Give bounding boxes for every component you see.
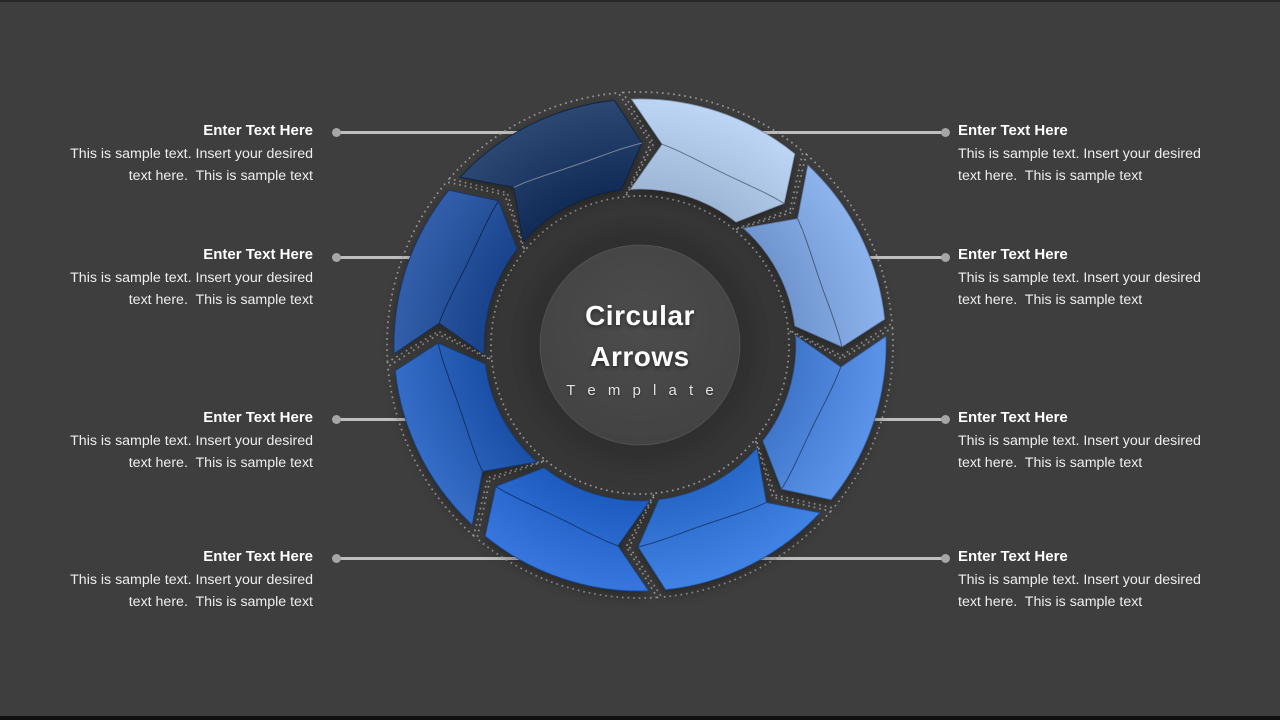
segment-fold-line	[797, 218, 843, 347]
text-block-body-line: This is sample text. Insert your desired	[958, 146, 1201, 162]
arrow-segment-4[interactable]	[637, 447, 821, 591]
segment-dotted-outline	[387, 333, 548, 538]
connector-dot	[332, 415, 341, 424]
connector-line	[336, 131, 576, 134]
connector-dot	[941, 128, 950, 137]
text-block-title[interactable]: Enter Text Here	[203, 409, 313, 426]
text-block-right-1[interactable]: Enter Text Here This is sample text. Ins…	[958, 121, 1223, 187]
connector-dot	[941, 554, 950, 563]
text-block-body-line: This is sample text. Insert your desired	[958, 433, 1201, 449]
text-block-body-line: text here. This is sample text	[958, 167, 1143, 184]
text-block-title[interactable]: Enter Text Here	[958, 548, 1068, 565]
text-block-body-line: text here. This is sample text	[128, 454, 313, 471]
center-circle[interactable]	[539, 244, 741, 446]
arrow-segment-6[interactable]	[394, 342, 538, 526]
arrow-segment-8[interactable]	[459, 99, 643, 243]
arrow-segment-3[interactable]	[762, 334, 887, 501]
text-block-right-4[interactable]: Enter Text Here This is sample text. Ins…	[958, 547, 1223, 613]
text-block-title[interactable]: Enter Text Here	[958, 246, 1068, 263]
diagram-subtitle[interactable]: T e m p l a t e	[566, 382, 718, 399]
diagram-title-line2[interactable]: Arrows	[590, 341, 690, 372]
arrow-segment-2[interactable]	[742, 164, 886, 348]
connector-line	[704, 557, 946, 560]
connector-dot	[941, 253, 950, 262]
text-block-body-line: text here. This is sample text	[128, 291, 313, 308]
text-block-body-line: This is sample text. Insert your desired	[958, 270, 1201, 286]
segment-dotted-outline	[476, 459, 659, 599]
circular-arrows-diagram[interactable]	[360, 65, 920, 625]
connector-dot	[332, 253, 341, 262]
text-block-body-line: This is sample text. Insert your desired	[70, 572, 313, 588]
text-block-title[interactable]: Enter Text Here	[203, 548, 313, 565]
text-block-right-2[interactable]: Enter Text Here This is sample text. Ins…	[958, 245, 1223, 311]
text-block-right-3[interactable]: Enter Text Here This is sample text. Ins…	[958, 408, 1223, 474]
segment-fold-line	[438, 200, 499, 323]
text-block-body-line: text here. This is sample text	[958, 454, 1143, 471]
arrow-segment-5[interactable]	[484, 467, 651, 592]
text-block-body-line: text here. This is sample text	[958, 291, 1143, 308]
arrow-segment-7[interactable]	[393, 189, 518, 356]
segment-fold-line	[781, 367, 842, 490]
segment-dotted-outline	[628, 437, 833, 598]
text-block-body-line: This is sample text. Insert your desired	[70, 146, 313, 162]
text-block-title[interactable]: Enter Text Here	[958, 122, 1068, 139]
segment-fold-line	[495, 486, 618, 547]
text-block-title[interactable]: Enter Text Here	[203, 122, 313, 139]
text-block-body-line: This is sample text. Insert your desired	[70, 270, 313, 286]
segment-fold-line	[437, 343, 483, 472]
text-block-body-line: text here. This is sample text	[128, 593, 313, 610]
text-block-body-line: text here. This is sample text	[128, 167, 313, 184]
diagram-center-label[interactable]: Circular Arrows T e m p l a t e	[520, 295, 760, 399]
text-block-title[interactable]: Enter Text Here	[958, 409, 1068, 426]
dotted-outlines	[386, 91, 894, 599]
segment-fold-line	[513, 142, 642, 188]
segment-dotted-outline	[732, 152, 893, 357]
segment-fold-line	[638, 502, 767, 548]
text-block-left-3[interactable]: Enter Text Here This is sample text. Ins…	[48, 408, 313, 474]
connector-line	[704, 131, 946, 134]
segment-dotted-outline	[386, 181, 526, 364]
arrow-segments[interactable]	[393, 98, 887, 592]
connector-line	[336, 557, 576, 560]
text-block-left-2[interactable]: Enter Text Here This is sample text. Ins…	[48, 245, 313, 311]
arrow-segment-1[interactable]	[629, 98, 796, 223]
segment-fold-line	[662, 143, 785, 204]
diagram-title-line1[interactable]: Circular	[585, 300, 695, 331]
connector-dot	[332, 128, 341, 137]
text-block-left-1[interactable]: Enter Text Here This is sample text. Ins…	[48, 121, 313, 187]
slide-top-edge	[0, 0, 1280, 2]
segment-dotted-outline	[621, 91, 804, 231]
slide-bottom-edge	[0, 716, 1280, 720]
text-block-body-line: text here. This is sample text	[958, 593, 1143, 610]
text-block-body-line: This is sample text. Insert your desired	[958, 572, 1201, 588]
connector-dot	[332, 554, 341, 563]
text-block-title[interactable]: Enter Text Here	[203, 246, 313, 263]
connector-dot	[941, 415, 950, 424]
text-block-left-4[interactable]: Enter Text Here This is sample text. Ins…	[48, 547, 313, 613]
segment-dotted-outline	[447, 92, 652, 253]
text-block-body-line: This is sample text. Insert your desired	[70, 433, 313, 449]
segment-dotted-outline	[754, 326, 894, 509]
